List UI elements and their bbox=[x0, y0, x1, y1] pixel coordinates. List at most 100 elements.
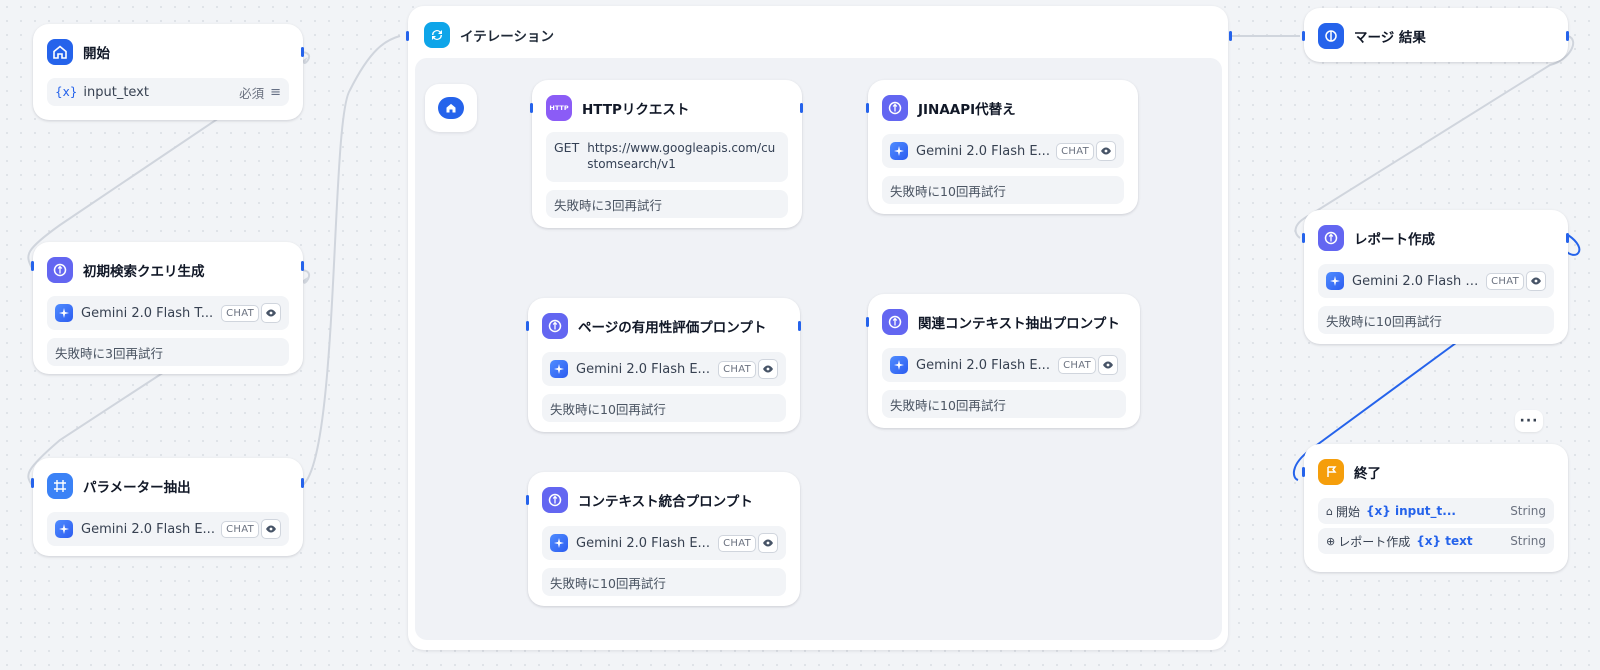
aggregator-icon bbox=[1318, 23, 1344, 49]
merge-title: マージ 結果 bbox=[1354, 30, 1426, 46]
required-label: 必須 bbox=[239, 85, 265, 101]
param-extract-title: パラメーター抽出 bbox=[83, 480, 191, 496]
eye-icon[interactable] bbox=[758, 359, 778, 379]
iteration-in-handle[interactable] bbox=[406, 31, 409, 41]
eye-icon[interactable] bbox=[261, 303, 281, 323]
llm-icon bbox=[542, 313, 568, 339]
chat-badge: CHAT bbox=[221, 304, 259, 322]
http-request-node[interactable]: HTTP HTTPリクエスト GET https://www.googleapi… bbox=[532, 80, 802, 228]
llm-icon bbox=[882, 95, 908, 121]
eye-icon[interactable] bbox=[1526, 271, 1546, 291]
http-in-handle[interactable] bbox=[530, 103, 533, 113]
end-source-label: ⊕ レポート作成 bbox=[1326, 534, 1411, 549]
model-row[interactable]: Gemini 2.0 Flash T... CHAT bbox=[47, 296, 289, 330]
start-variable-row[interactable]: {x} input_text 必須 ≡ bbox=[47, 78, 289, 106]
llm-icon bbox=[47, 257, 73, 283]
start-title: 開始 bbox=[83, 46, 110, 62]
start-out-handle[interactable] bbox=[301, 47, 304, 57]
jina-title: JINAAPI代替え bbox=[918, 102, 1016, 118]
context-extract-node[interactable]: 関連コンテキスト抽出プロンプト Gemini 2.0 Flash E... CH… bbox=[868, 294, 1140, 428]
model-row[interactable]: Gemini 2.0 Flash E... CHAT bbox=[47, 512, 289, 546]
end-icon bbox=[1318, 459, 1344, 485]
more-options-button[interactable]: ··· bbox=[1515, 410, 1543, 432]
end-node[interactable]: 終了 ⌂ 開始 {x} input_t... String ⊕ レポート作成 {… bbox=[1304, 444, 1568, 572]
report-title: レポート作成 bbox=[1354, 232, 1435, 248]
merge-result-node[interactable]: マージ 結果 bbox=[1304, 8, 1568, 62]
query-gen-out-handle[interactable] bbox=[301, 261, 304, 271]
gemini-icon bbox=[890, 356, 908, 374]
report-out-handle[interactable] bbox=[1566, 233, 1569, 243]
merge-in-handle[interactable] bbox=[1302, 31, 1305, 41]
llm-icon bbox=[542, 487, 568, 513]
context-merge-node[interactable]: コンテキスト統合プロンプト Gemini 2.0 Flash E... CHAT… bbox=[528, 472, 800, 606]
start-variable-name: input_text bbox=[83, 84, 149, 100]
llm-icon bbox=[882, 309, 908, 335]
start-node[interactable]: 開始 {x} input_text 必須 ≡ bbox=[33, 24, 303, 120]
retry-row: 失敗時に3回再試行 bbox=[546, 190, 788, 218]
jina-node[interactable]: JINAAPI代替え Gemini 2.0 Flash E... CHAT 失敗… bbox=[868, 80, 1138, 214]
merge-out-handle[interactable] bbox=[1566, 31, 1569, 41]
query-gen-node[interactable]: 初期検索クエリ生成 Gemini 2.0 Flash T... CHAT 失敗時… bbox=[33, 242, 303, 374]
end-title: 終了 bbox=[1354, 466, 1381, 482]
model-name: Gemini 2.0 Flash E... bbox=[916, 143, 1050, 159]
retry-row: 失敗時に10回再試行 bbox=[542, 394, 786, 422]
jina-in-handle[interactable] bbox=[866, 103, 869, 113]
param-extract-out-handle[interactable] bbox=[301, 478, 304, 488]
end-variable: {x} text bbox=[1416, 534, 1473, 548]
http-title: HTTPリクエスト bbox=[582, 102, 690, 118]
chat-badge: CHAT bbox=[1058, 356, 1096, 374]
context-merge-title: コンテキスト統合プロンプト bbox=[578, 494, 753, 510]
query-gen-in-handle[interactable] bbox=[31, 261, 34, 271]
retry-row: 失敗時に3回再試行 bbox=[47, 338, 289, 366]
end-output-row[interactable]: ⊕ レポート作成 {x} text String bbox=[1318, 528, 1554, 554]
model-row[interactable]: Gemini 2.0 Flash E... CHAT bbox=[882, 134, 1124, 168]
context-merge-in-handle[interactable] bbox=[526, 495, 529, 505]
gemini-icon bbox=[1326, 272, 1344, 290]
param-extract-node[interactable]: パラメーター抽出 Gemini 2.0 Flash E... CHAT bbox=[33, 458, 303, 556]
model-name: Gemini 2.0 Flash E... bbox=[576, 535, 710, 551]
model-row[interactable]: Gemini 2.0 Flash E... CHAT bbox=[542, 352, 786, 386]
page-eval-node[interactable]: ページの有用性評価プロンプト Gemini 2.0 Flash E... CHA… bbox=[528, 298, 800, 432]
model-row[interactable]: Gemini 2.0 Flash E... CHAT bbox=[542, 526, 786, 560]
http-icon: HTTP bbox=[546, 95, 572, 121]
chat-badge: CHAT bbox=[718, 534, 756, 552]
gemini-icon bbox=[890, 142, 908, 160]
end-variable: {x} input_t... bbox=[1366, 504, 1456, 518]
report-node[interactable]: レポート作成 Gemini 2.0 Flash T... CHAT 失敗時に10… bbox=[1304, 210, 1568, 344]
model-name: Gemini 2.0 Flash E... bbox=[916, 357, 1050, 373]
model-name: Gemini 2.0 Flash E... bbox=[81, 521, 215, 537]
model-name: Gemini 2.0 Flash T... bbox=[81, 305, 214, 321]
gemini-icon bbox=[550, 360, 568, 378]
eye-icon[interactable] bbox=[1096, 141, 1116, 161]
model-row[interactable]: Gemini 2.0 Flash E... CHAT bbox=[882, 348, 1126, 382]
eye-icon[interactable] bbox=[261, 519, 281, 539]
context-extract-in-handle[interactable] bbox=[866, 317, 869, 327]
eye-icon[interactable] bbox=[1098, 355, 1118, 375]
iteration-start-node[interactable] bbox=[425, 84, 477, 132]
page-eval-out-handle[interactable] bbox=[798, 321, 801, 331]
report-in-handle[interactable] bbox=[1302, 233, 1305, 243]
http-url-row[interactable]: GET https://www.googleapis.com/customsea… bbox=[546, 132, 788, 182]
page-eval-in-handle[interactable] bbox=[526, 321, 529, 331]
model-name: Gemini 2.0 Flash E... bbox=[576, 361, 710, 377]
chat-badge: CHAT bbox=[1486, 272, 1524, 290]
param-extract-in-handle[interactable] bbox=[31, 478, 34, 488]
end-source-label: ⌂ 開始 bbox=[1326, 504, 1360, 519]
chat-badge: CHAT bbox=[718, 360, 756, 378]
gemini-icon bbox=[550, 534, 568, 552]
end-in-handle[interactable] bbox=[1302, 467, 1305, 477]
home-icon bbox=[47, 39, 73, 65]
gemini-icon bbox=[55, 520, 73, 538]
home-icon bbox=[438, 97, 464, 119]
query-gen-title: 初期検索クエリ生成 bbox=[83, 264, 205, 280]
end-type: String bbox=[1510, 534, 1546, 548]
page-eval-title: ページの有用性評価プロンプト bbox=[578, 320, 767, 336]
iteration-title: イテレーション bbox=[460, 29, 554, 45]
end-output-row[interactable]: ⌂ 開始 {x} input_t... String bbox=[1318, 498, 1554, 524]
iteration-out-handle[interactable] bbox=[1229, 31, 1232, 41]
model-row[interactable]: Gemini 2.0 Flash T... CHAT bbox=[1318, 264, 1554, 298]
chat-badge: CHAT bbox=[1056, 142, 1094, 160]
llm-icon bbox=[1318, 225, 1344, 251]
http-out-handle[interactable] bbox=[800, 103, 803, 113]
eye-icon[interactable] bbox=[758, 533, 778, 553]
